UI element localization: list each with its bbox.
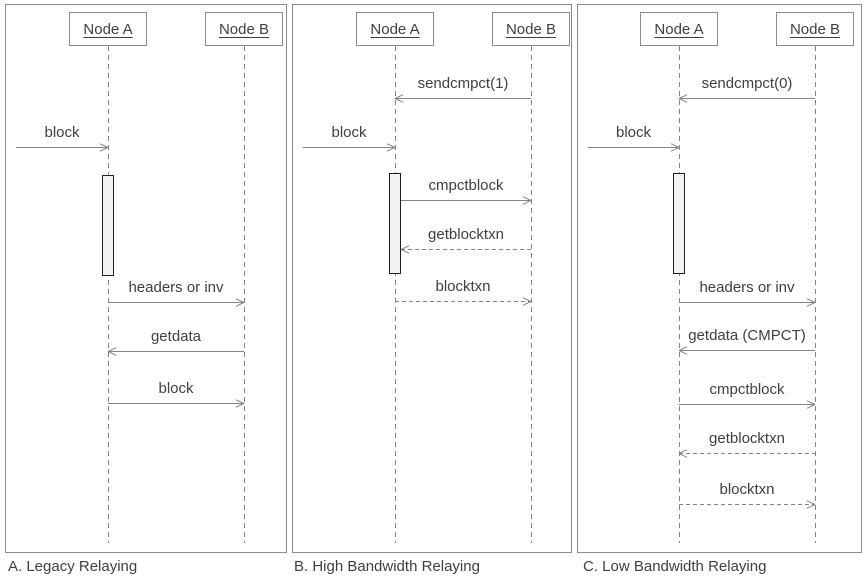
arrowhead-wing [678, 453, 688, 458]
arrow-right-icon [395, 297, 532, 306]
message-label: headers or inv [128, 279, 224, 296]
arrow-right-icon [401, 196, 532, 205]
arrowhead-wing [386, 147, 396, 152]
arrowhead-wing [678, 449, 688, 454]
arrowhead-wing [394, 98, 404, 103]
arrowhead-wing [394, 94, 404, 99]
message-label: getdata [150, 328, 202, 345]
message-label: sendcmpct(0) [701, 75, 793, 92]
message-label: getdata (CMPCT) [688, 327, 806, 344]
actor-label: Node A [370, 20, 420, 38]
arrowhead-wing [99, 147, 109, 152]
message-label: block [615, 124, 652, 141]
panel-caption: C. Low Bandwidth Relaying [583, 558, 767, 575]
panel-b-high-bandwidth: Node A Node B sendcmpct(1) block cmpctbl… [292, 4, 572, 553]
lifeline-node-a [108, 46, 109, 543]
arrow-right-icon [588, 143, 680, 152]
arrow-left-icon [678, 94, 815, 103]
panel-a-legacy: Node A Node B block headers or inv getda… [5, 4, 287, 553]
arrowhead-wing [806, 302, 816, 307]
message-label: block [44, 124, 80, 141]
message-label: sendcmpct(1) [417, 75, 509, 92]
arrow-right-icon [108, 399, 245, 408]
lifeline-node-b [244, 46, 245, 543]
arrowhead-wing [522, 301, 532, 306]
activation-bar [102, 175, 114, 276]
arrowhead-wing [806, 404, 816, 409]
panel-caption: A. Legacy Relaying [8, 558, 138, 575]
arrowhead-wing [400, 249, 410, 254]
arrow-left-icon [400, 245, 531, 254]
actor-node-b: Node B [492, 12, 570, 46]
panel-c-low-bandwidth: Node A Node B sendcmpct(0) block headers… [577, 4, 862, 553]
message-label: block [158, 380, 194, 397]
message-label: headers or inv [699, 279, 795, 296]
actor-label: Node A [83, 20, 133, 38]
lifeline-node-a [395, 46, 396, 543]
arrow-right-icon [108, 298, 245, 307]
message-label: blocktxn [719, 481, 775, 498]
arrow-right-icon [303, 143, 396, 152]
arrow-right-icon [679, 400, 816, 409]
arrowhead-wing [678, 350, 688, 355]
arrowhead-wing [235, 302, 245, 307]
actor-label: Node B [789, 20, 841, 38]
actor-node-a: Node A [640, 12, 718, 46]
arrow-right-icon [16, 143, 109, 152]
arrow-left-icon [678, 449, 815, 458]
panel-caption: B. High Bandwidth Relaying [294, 558, 480, 575]
lifeline-node-a [679, 46, 680, 543]
actor-node-a: Node A [356, 12, 434, 46]
arrow-right-icon [679, 500, 816, 509]
actor-node-b: Node B [776, 12, 854, 46]
message-label: cmpctblock [428, 177, 504, 194]
actor-label: Node B [218, 20, 270, 38]
activation-bar [389, 173, 401, 274]
message-label: block [331, 124, 367, 141]
actor-label: Node B [505, 20, 557, 38]
message-label: cmpctblock [709, 381, 785, 398]
arrow-left-icon [394, 94, 531, 103]
arrow-left-icon [107, 347, 244, 356]
arrowhead-wing [107, 351, 117, 356]
message-label: blocktxn [435, 278, 491, 295]
lifeline-node-b [815, 46, 816, 543]
arrowhead-wing [235, 403, 245, 408]
actor-node-a: Node A [69, 12, 147, 46]
arrowhead-wing [107, 347, 117, 352]
arrowhead-wing [806, 504, 816, 509]
arrowhead-wing [522, 200, 532, 205]
message-label: getblocktxn [428, 226, 504, 243]
activation-bar [673, 173, 685, 274]
actor-label: Node A [654, 20, 704, 38]
arrowhead-wing [678, 98, 688, 103]
arrowhead-wing [400, 245, 410, 250]
arrowhead-wing [670, 147, 680, 152]
arrow-left-icon [678, 346, 815, 355]
arrow-right-icon [679, 298, 816, 307]
lifeline-node-b [531, 46, 532, 543]
message-label: getblocktxn [709, 430, 785, 447]
arrowhead-wing [678, 94, 688, 99]
actor-node-b: Node B [205, 12, 283, 46]
arrowhead-wing [678, 346, 688, 351]
